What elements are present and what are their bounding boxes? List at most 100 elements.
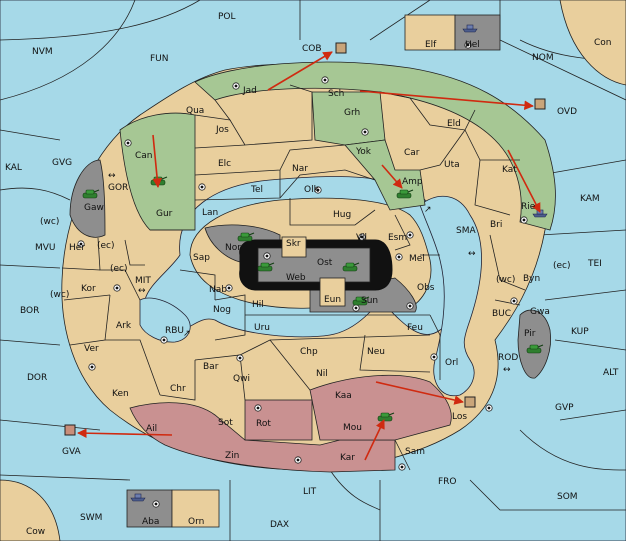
label-Gur: Gur <box>156 209 173 219</box>
label-FUN: FUN <box>150 54 169 64</box>
land-Pir <box>517 309 552 379</box>
label-Bar: Bar <box>203 362 219 372</box>
region-labels: POL NVM FUN COB NOM Con KAL GVG GOR (wc)… <box>5 12 619 537</box>
label-Nog: Nog <box>213 305 231 315</box>
label-Skr: Skr <box>286 239 301 249</box>
label-Orl: Orl <box>445 358 458 368</box>
zone-green-north <box>194 61 556 231</box>
label-Hel: Hel <box>465 40 480 50</box>
land-Eun <box>319 277 346 307</box>
label-Sot: Sot <box>218 418 233 428</box>
label-ALT: ALT <box>603 368 619 378</box>
land-Grh <box>311 91 386 146</box>
svg-text:↔: ↔ <box>468 249 476 259</box>
label-Sap: Sap <box>193 253 210 263</box>
order-Kat-Rie <box>507 149 541 213</box>
label-Sun: Sun <box>361 296 378 306</box>
label-FRO: FRO <box>438 477 457 487</box>
label-Mel: Mel <box>409 254 425 264</box>
label-SMA: SMA <box>456 226 476 236</box>
label-Qua: Qua <box>186 106 204 116</box>
label-Rie: Rie <box>521 202 536 212</box>
land-Gaw <box>69 159 106 238</box>
label-Gaw: Gaw <box>84 203 104 213</box>
label-Olk: Olk <box>304 185 320 195</box>
label-Chp: Chp <box>300 347 318 357</box>
svg-text:↔: ↔ <box>138 286 146 296</box>
label-Kor: Kor <box>81 284 96 294</box>
label-Esm: Esm <box>388 233 407 243</box>
label-BOR: BOR <box>20 306 39 316</box>
marker-GVA <box>64 424 76 436</box>
label-OVD: OVD <box>557 107 577 117</box>
land-Kaa-Mou <box>309 374 452 441</box>
label-Byn: Byn <box>523 274 540 284</box>
label-Vil: Vil <box>356 233 367 243</box>
label-NOM: NOM <box>532 53 554 63</box>
label-ec3: (ec) <box>110 264 128 274</box>
label-Uta: Uta <box>444 160 460 170</box>
label-Kar: Kar <box>340 453 355 463</box>
order-Kaa-Los <box>375 381 464 405</box>
label-Car: Car <box>404 148 420 158</box>
marker-Los <box>464 396 476 408</box>
label-GVA: GVA <box>62 447 82 457</box>
label-Can: Can <box>135 151 153 161</box>
label-Her: Her <box>69 243 85 253</box>
label-SOM: SOM <box>557 492 578 502</box>
label-Eld: Eld <box>447 119 461 129</box>
label-Sam: Sam <box>405 447 425 457</box>
label-Rot: Rot <box>256 419 271 429</box>
svg-text:↗: ↗ <box>424 205 432 215</box>
label-MIT: MIT <box>135 276 151 286</box>
order-arrows <box>77 51 541 461</box>
label-GVP: GVP <box>555 403 574 413</box>
svg-text:↗: ↗ <box>183 329 191 339</box>
zone-red-south <box>129 402 396 473</box>
label-Ark: Ark <box>116 321 132 331</box>
label-Pir: Pir <box>524 329 536 339</box>
label-ROD: ROD <box>498 353 518 363</box>
label-DOR: DOR <box>27 373 47 383</box>
label-Qwi: Qwi <box>233 374 250 384</box>
label-Hil: Hil <box>252 300 264 310</box>
label-wc2: (wc) <box>50 290 69 300</box>
label-Los: Los <box>452 412 467 422</box>
order-Ail-GVA <box>77 428 173 438</box>
label-Tel: Tel <box>250 185 263 195</box>
label-Sch: Sch <box>328 89 344 99</box>
label-Yok: Yok <box>355 147 372 157</box>
label-BUC: BUC <box>492 309 511 319</box>
channel-markers: ↔ ↔ ↗ ↗ ↔ ↔ <box>108 171 511 375</box>
label-RBU: RBU <box>165 326 184 336</box>
label-Uru: Uru <box>254 323 270 333</box>
label-MVU: MVU <box>35 243 56 253</box>
label-Ken: Ken <box>112 389 129 399</box>
land-Hel <box>454 14 501 51</box>
label-GVG: GVG <box>52 158 72 168</box>
label-ec1: (ec) <box>553 261 571 271</box>
label-DAX: DAX <box>270 520 289 530</box>
label-Nil: Nil <box>316 369 328 379</box>
label-Elc: Elc <box>218 159 231 169</box>
label-wc3: (wc) <box>496 275 515 285</box>
label-Orn: Orn <box>188 517 204 527</box>
label-Jad: Jad <box>242 86 257 96</box>
label-COB: COB <box>302 44 322 54</box>
label-Web: Web <box>286 273 306 283</box>
label-POL: POL <box>218 12 236 22</box>
label-Ver: Ver <box>84 344 99 354</box>
order-Sch-OVD <box>359 90 534 111</box>
label-Ail: Ail <box>146 424 157 434</box>
label-Feu: Feu <box>407 323 423 333</box>
label-Nab: Nab <box>209 285 227 295</box>
label-Grh: Grh <box>344 108 360 118</box>
label-LIT: LIT <box>303 487 317 497</box>
land-Skr <box>281 236 307 258</box>
label-Bri: Bri <box>490 220 502 230</box>
label-Nor: Nor <box>225 243 241 253</box>
label-KAM: KAM <box>580 194 600 204</box>
label-Ost: Ost <box>317 258 333 268</box>
